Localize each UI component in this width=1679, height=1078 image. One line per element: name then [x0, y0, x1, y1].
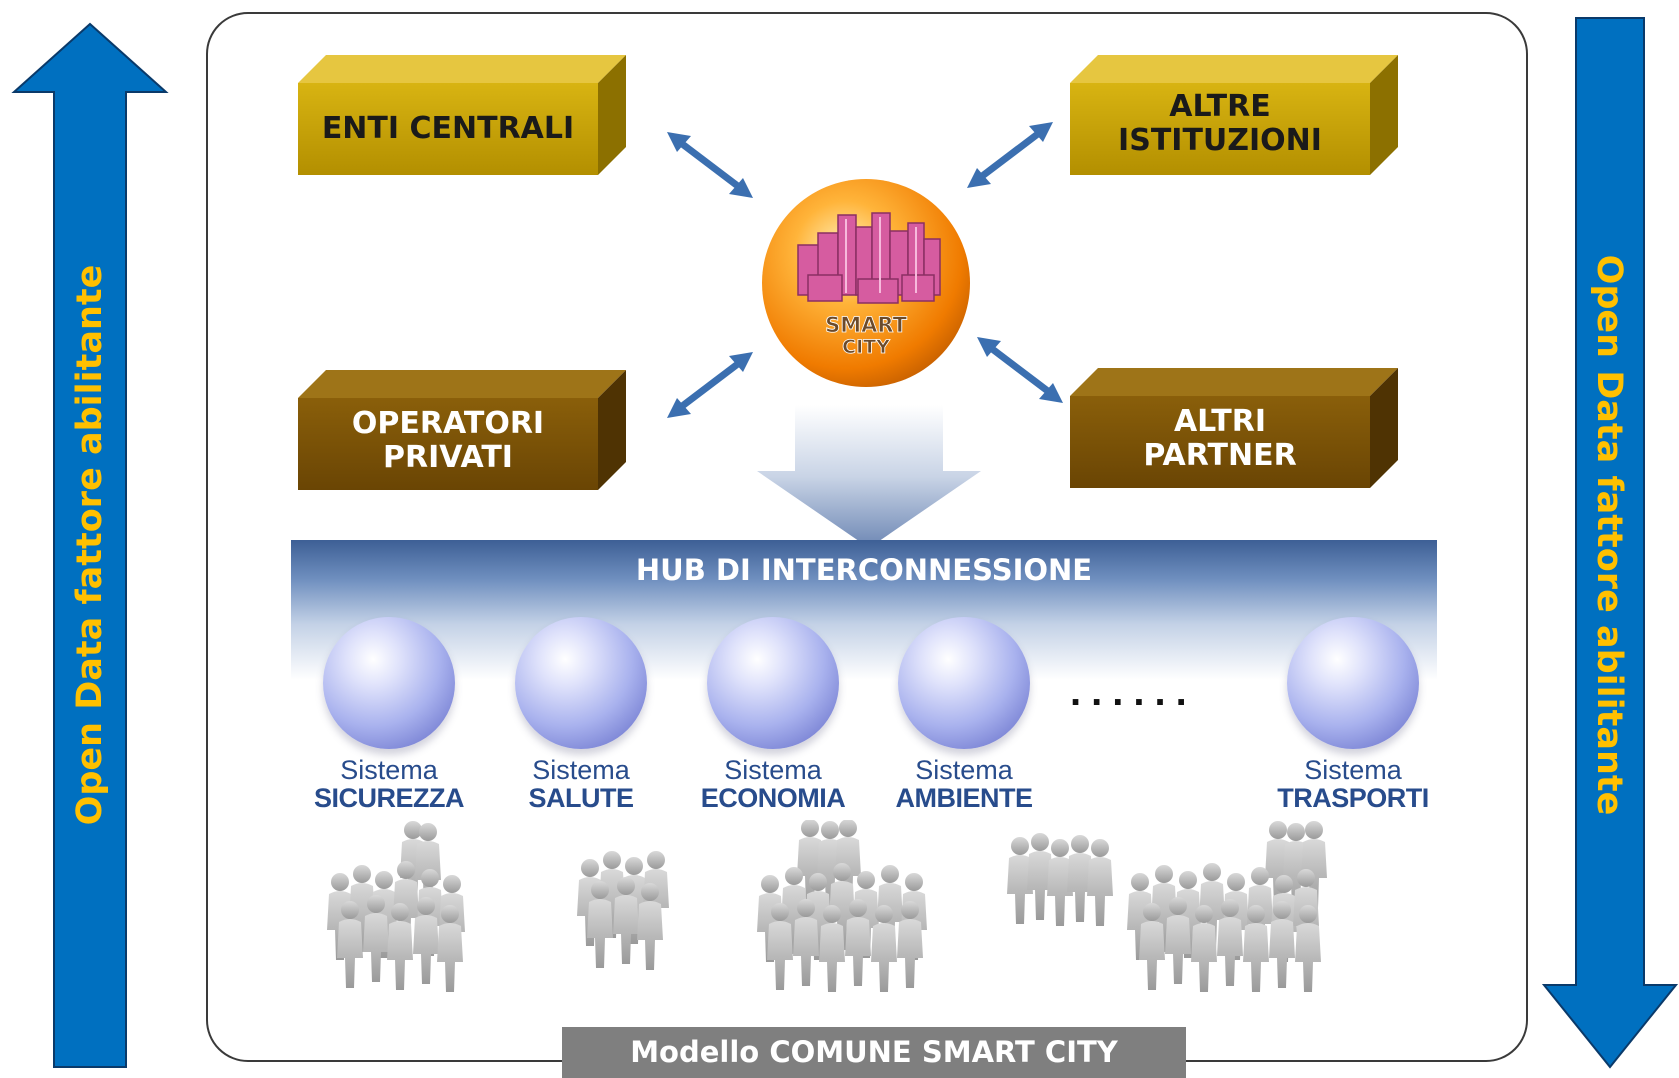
big-down-arrow [757, 405, 981, 548]
logo-line1: SMART [825, 313, 908, 337]
system-label-line2: AMBIENTE [895, 783, 1034, 813]
right-down-arrow [1540, 15, 1679, 1070]
sphere-economia [707, 617, 839, 749]
system-label-line1: Sistema [1304, 755, 1402, 785]
label-altre-istituzioni: ALTRE ISTITUZIONI [1118, 89, 1322, 158]
sphere-ambiente [898, 617, 1030, 749]
box-altri-partner: ALTRI PARTNER [1070, 368, 1425, 488]
box-operatori-privati: OPERATORI PRIVATI [298, 370, 653, 490]
left-up-arrow [10, 20, 170, 1070]
system-label-salute: Sistema SALUTE [481, 756, 681, 812]
system-label-ambiente: Sistema AMBIENTE [864, 756, 1064, 812]
system-label-line2: SICUREZZA [314, 783, 465, 813]
system-label-trasporti: Sistema TRASPORTI [1253, 756, 1453, 812]
label-operatori-privati: OPERATORI PRIVATI [351, 406, 545, 475]
system-label-line1: Sistema [532, 755, 630, 785]
double-arrow-bottom-right [977, 337, 1063, 403]
left-side-label: Open Data fattore abilitante [70, 264, 110, 826]
people-group-icon [327, 820, 1327, 992]
system-label-sicurezza: Sistema SICUREZZA [289, 756, 489, 812]
label-enti-centrali: ENTI CENTRALI [321, 111, 575, 146]
system-label-economia: Sistema ECONOMIA [673, 756, 873, 812]
ellipsis: ...... [1070, 670, 1197, 714]
smart-city-logo: SMART CITY [758, 175, 974, 391]
hub-band [291, 540, 1437, 680]
system-label-line2: TRASPORTI [1277, 783, 1429, 813]
system-label-line2: ECONOMIA [700, 783, 846, 813]
system-label-line1: Sistema [340, 755, 438, 785]
box-altre-istituzioni: ALTRE ISTITUZIONI [1070, 55, 1425, 175]
sphere-sicurezza [323, 617, 455, 749]
box-enti-centrali: ENTI CENTRALI [298, 55, 653, 175]
double-arrow-top-right [967, 122, 1053, 188]
system-label-line1: Sistema [724, 755, 822, 785]
hub-title: HUB DI INTERCONNESSIONE [635, 553, 1093, 587]
footer-label: Modello COMUNE SMART CITY [562, 1027, 1186, 1078]
system-label-line1: Sistema [915, 755, 1013, 785]
system-label-line2: SALUTE [528, 783, 635, 813]
label-altri-partner: ALTRI PARTNER [1143, 404, 1297, 473]
sphere-salute [515, 617, 647, 749]
sphere-trasporti [1287, 617, 1419, 749]
double-arrow-bottom-left [667, 352, 753, 418]
logo-line2: CITY [842, 336, 890, 358]
right-side-label: Open Data fattore abilitante [1589, 254, 1629, 816]
double-arrow-top-left [667, 132, 753, 198]
